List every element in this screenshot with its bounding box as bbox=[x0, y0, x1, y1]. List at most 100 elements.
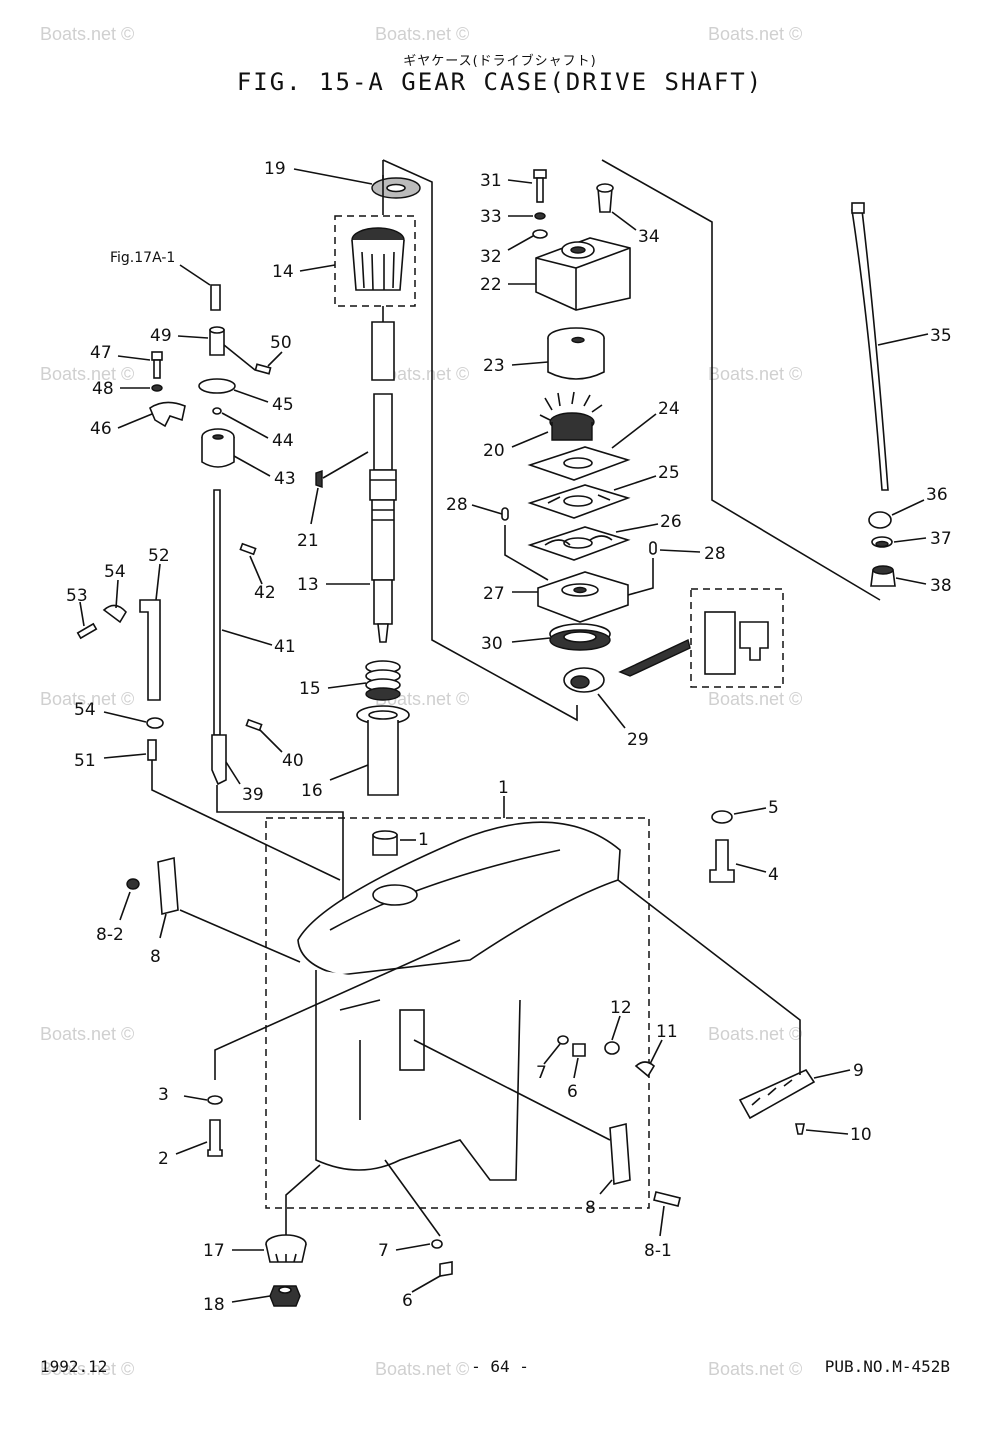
washer-48 bbox=[151, 384, 163, 392]
shift-cam-39 bbox=[211, 734, 227, 786]
callout-7: 7 bbox=[378, 1241, 389, 1261]
pump-base-27 bbox=[537, 571, 629, 623]
watermark: Boats.net © bbox=[708, 364, 802, 384]
trim-tab-9 bbox=[738, 1068, 816, 1120]
drive-shaft-13 bbox=[371, 321, 395, 381]
callout-33: 33 bbox=[480, 207, 502, 227]
reference-fig-17a-1: Fig.17A-1 bbox=[110, 250, 175, 266]
callout-27: 27 bbox=[483, 584, 505, 604]
watermark: Boats.net © bbox=[708, 1359, 802, 1379]
callout-37: 37 bbox=[930, 529, 952, 549]
footer-publication-number: PUB.NO.M-452B bbox=[824, 1357, 950, 1376]
callout-8-1: 8-1 bbox=[644, 1241, 672, 1261]
callout-24: 24 bbox=[658, 399, 680, 419]
callout-14: 14 bbox=[272, 262, 294, 282]
callout-44: 44 bbox=[272, 431, 294, 451]
callout-45: 45 bbox=[272, 395, 294, 415]
callout-36: 36 bbox=[926, 485, 948, 505]
washer-5 bbox=[711, 810, 733, 824]
callout-52: 52 bbox=[148, 546, 170, 566]
callout-8: 8 bbox=[585, 1198, 596, 1218]
callout-4: 4 bbox=[768, 865, 779, 885]
callouts: 19 14 13 15 16 21 31 33 32 22 34 23 24 2… bbox=[66, 159, 952, 1315]
spring-15 bbox=[365, 660, 401, 701]
screw-6 bbox=[572, 1043, 586, 1057]
pin-42 bbox=[239, 542, 257, 556]
bushing-43 bbox=[201, 428, 235, 468]
shift-rod-41 bbox=[213, 489, 221, 736]
dowel-pin-28 bbox=[501, 507, 509, 521]
callout-22: 22 bbox=[480, 275, 502, 295]
callout-19: 19 bbox=[264, 159, 286, 179]
callout-21: 21 bbox=[297, 531, 319, 551]
callout-38: 38 bbox=[930, 576, 952, 596]
screw-11 bbox=[634, 1061, 656, 1078]
washer-7 bbox=[431, 1239, 443, 1249]
callout-12: 12 bbox=[610, 998, 632, 1018]
callout-50: 50 bbox=[270, 333, 292, 353]
pin-50 bbox=[254, 363, 272, 375]
bolt-8-1 bbox=[653, 1191, 681, 1207]
callout-51: 51 bbox=[74, 751, 96, 771]
shift-rod-group bbox=[76, 284, 344, 920]
washer-3 bbox=[207, 1095, 223, 1105]
grommet-36 bbox=[868, 511, 892, 529]
anode-8 bbox=[609, 1122, 631, 1186]
japanese-title: ギヤケース(ドライブシャフト) bbox=[403, 54, 597, 69]
clip-54 bbox=[146, 717, 164, 729]
clip-54 bbox=[102, 604, 127, 624]
footer-date: 1992.12 bbox=[40, 1357, 108, 1376]
callout-6: 6 bbox=[567, 1082, 578, 1102]
screw-53 bbox=[76, 622, 98, 640]
key-21 bbox=[315, 470, 323, 488]
callout-20: 20 bbox=[483, 441, 505, 461]
callout-1: 1 bbox=[498, 778, 509, 798]
impeller-20 bbox=[539, 391, 603, 441]
callout-28: 28 bbox=[704, 544, 726, 564]
callout-3: 3 bbox=[158, 1085, 169, 1105]
water-tube-35 bbox=[851, 209, 889, 491]
tube-52 bbox=[139, 599, 161, 701]
washer-7 bbox=[557, 1035, 569, 1045]
callout-54: 54 bbox=[74, 700, 96, 720]
callout-34: 34 bbox=[638, 227, 660, 247]
callout-28: 28 bbox=[446, 495, 468, 515]
callout-39: 39 bbox=[242, 785, 264, 805]
callout-53: 53 bbox=[66, 586, 88, 606]
callout-5: 5 bbox=[768, 798, 779, 818]
drive-shaft-group bbox=[315, 160, 421, 796]
page-title: FIG. 15-A GEAR CASE(DRIVE SHAFT) bbox=[236, 68, 764, 96]
footer-page-number: - 64 - bbox=[471, 1357, 529, 1376]
watermark: Boats.net © bbox=[40, 1024, 134, 1044]
callout-41: 41 bbox=[274, 637, 296, 657]
watermark: Boats.net © bbox=[375, 1359, 469, 1379]
bolt-2 bbox=[207, 1119, 223, 1157]
water-tube-group bbox=[851, 202, 896, 587]
washer-32 bbox=[532, 229, 548, 239]
bolt-8-2 bbox=[126, 878, 140, 890]
bolt-47 bbox=[151, 351, 163, 361]
bracket-46 bbox=[149, 401, 186, 428]
bolt-10 bbox=[795, 1123, 805, 1135]
callout-8-2: 8-2 bbox=[96, 925, 124, 945]
pin-40 bbox=[245, 718, 263, 732]
watermark: Boats.net © bbox=[40, 689, 134, 709]
detail-inset bbox=[690, 588, 784, 688]
callout-13: 13 bbox=[297, 575, 319, 595]
bolt-31 bbox=[533, 169, 547, 179]
watermark: Boats.net © bbox=[375, 24, 469, 44]
callout-9: 9 bbox=[853, 1061, 864, 1081]
callout-32: 32 bbox=[480, 247, 502, 267]
callout-8: 8 bbox=[150, 947, 161, 967]
o-ring-44 bbox=[212, 407, 222, 415]
callout-48: 48 bbox=[92, 379, 114, 399]
callout-54: 54 bbox=[104, 562, 126, 582]
bolt-4 bbox=[709, 839, 735, 883]
callout-25: 25 bbox=[658, 463, 680, 483]
callout-15: 15 bbox=[299, 679, 321, 699]
callout-40: 40 bbox=[282, 751, 304, 771]
water-pump-group bbox=[382, 159, 881, 722]
callout-43: 43 bbox=[274, 469, 296, 489]
callout-18: 18 bbox=[203, 1295, 225, 1315]
